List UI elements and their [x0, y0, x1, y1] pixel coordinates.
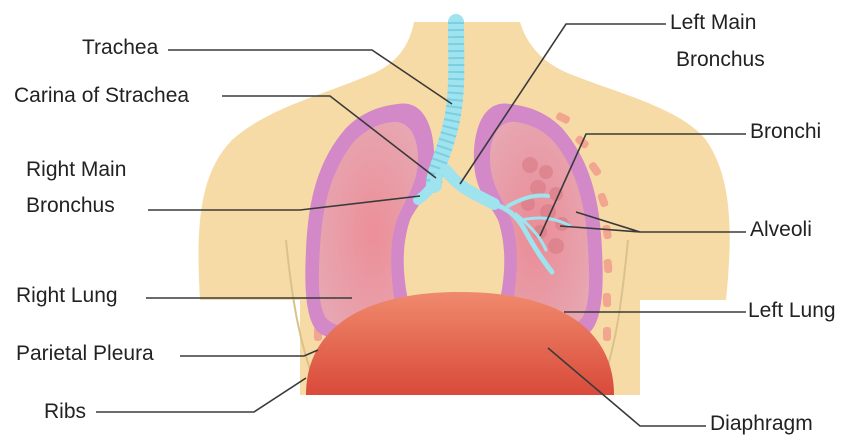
label-right-lung: Right Lung — [16, 283, 118, 309]
label-ribs: Ribs — [44, 399, 86, 425]
label-parietal-pleura: Parietal Pleura — [16, 341, 154, 367]
label-trachea: Trachea — [82, 35, 158, 61]
label-left-main-bronchus-line2: Bronchus — [676, 47, 765, 73]
label-right-main-bronchus-line1: Right Main — [26, 157, 126, 183]
label-alveoli: Alveoli — [750, 217, 812, 243]
leader-parietal-pleura — [180, 350, 318, 356]
label-left-main-bronchus-line1: Left Main — [670, 10, 756, 36]
label-diaphragm: Diaphragm — [710, 411, 813, 437]
label-left-lung: Left Lung — [748, 298, 836, 324]
label-bronchi: Bronchi — [750, 119, 821, 145]
label-carina-of-trachea: Carina of Strachea — [14, 83, 189, 109]
leader-ribs — [96, 378, 306, 412]
label-right-main-bronchus-line2: Bronchus — [26, 193, 115, 219]
